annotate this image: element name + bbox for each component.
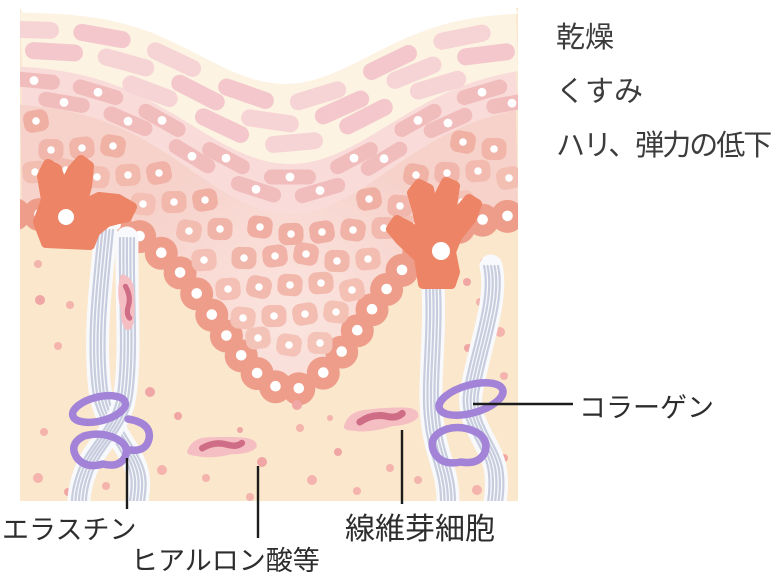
fibroblast-cell xyxy=(343,407,419,432)
callout-lines xyxy=(125,402,573,538)
symptom-list: 乾燥 くすみ ハリ、弾力の低下 xyxy=(556,20,772,182)
fibroblast-cell xyxy=(187,436,257,458)
symptom-dullness: くすみ xyxy=(556,76,644,108)
melanocyte xyxy=(386,177,482,289)
collagen-fiber-bundle xyxy=(459,254,508,501)
collagen-wrap-rings xyxy=(428,379,507,467)
granular-cells xyxy=(20,71,518,204)
elastin-fibers xyxy=(68,391,154,470)
symptom-dryness: 乾燥 xyxy=(556,22,615,54)
granular-layer xyxy=(20,66,518,214)
collagen-label: コラーゲン xyxy=(579,393,714,423)
elastin-label: エラスチン xyxy=(2,515,137,545)
melanocyte xyxy=(33,155,137,250)
fibroblast-label: 線維芽細胞 xyxy=(345,513,495,546)
fibroblast-cell xyxy=(118,274,135,330)
skin-layers xyxy=(20,8,518,501)
collagen-fiber-bundle xyxy=(419,260,460,501)
epidermis-surface xyxy=(20,8,518,84)
corneum-cells xyxy=(20,20,515,153)
stratum-corneum-layer xyxy=(20,12,518,164)
symptom-elasticity-loss: ハリ、弾力の低下 xyxy=(556,130,772,162)
hyaluronic-acid-label: ヒアルロン酸等 xyxy=(131,546,320,574)
